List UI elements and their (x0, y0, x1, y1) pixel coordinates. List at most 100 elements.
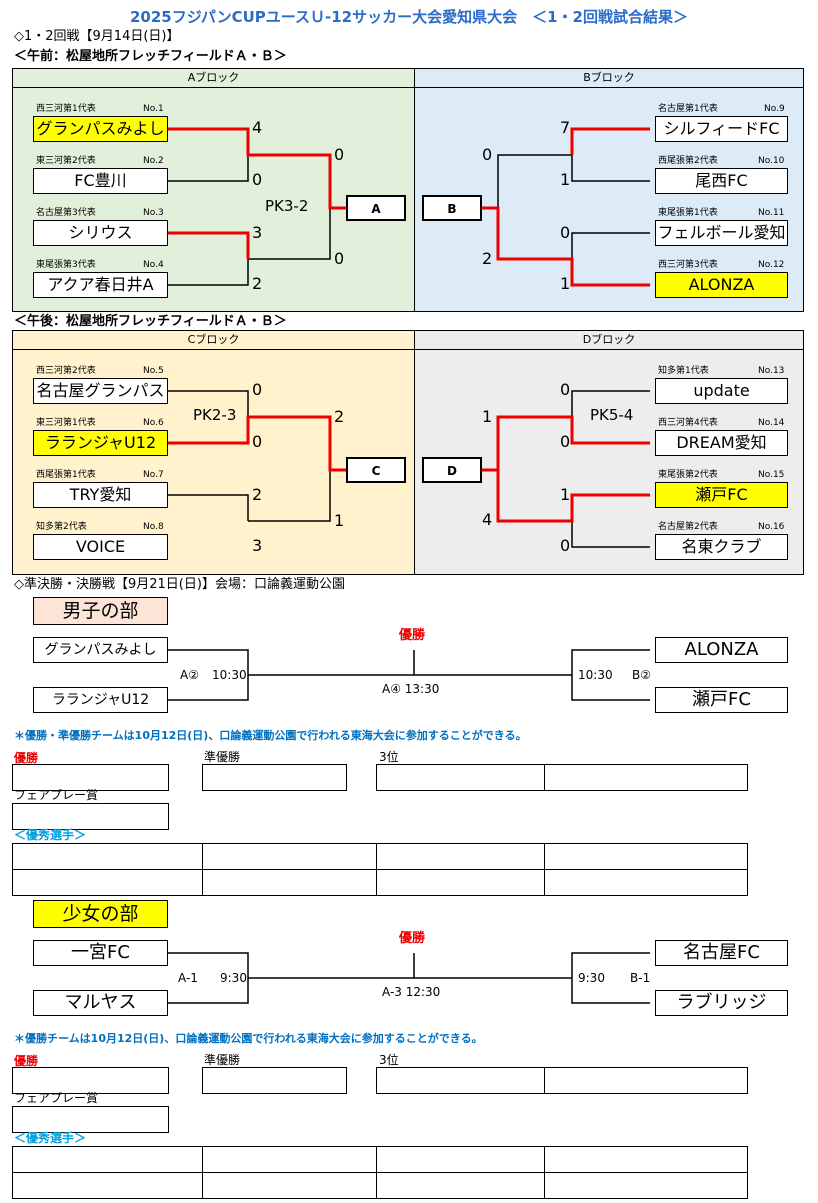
mvp-cell (376, 843, 545, 870)
team-d1: update (655, 378, 788, 404)
score: 4 (252, 118, 263, 137)
team-d3: 瀬戸FC (655, 482, 788, 508)
final-time: A-3 12:30 (382, 985, 441, 999)
team-b1: シルフィードFC (655, 116, 788, 142)
girls-left-bottom: マルヤス (33, 990, 168, 1016)
champion-label: 優勝 (399, 628, 426, 643)
result-cell-runnerup (202, 1067, 347, 1094)
result-cell-winner (12, 1067, 169, 1094)
result-cell-third (376, 1067, 545, 1094)
team-c2: ラランジャU12 (33, 430, 168, 456)
team-d2: DREAM愛知 (655, 430, 788, 456)
score: 1 (482, 407, 493, 426)
score: 2 (252, 485, 263, 504)
team-no: No.2 (143, 156, 164, 166)
third-label: 3位 (379, 750, 399, 764)
team-no: No.12 (758, 260, 785, 270)
boys-right-bottom: 瀬戸FC (655, 687, 788, 713)
time-label: 9:30 (220, 971, 247, 985)
score: 0 (252, 432, 263, 451)
score: 0 (560, 432, 571, 451)
team-qual: 西尾張第1代表 (36, 470, 96, 480)
mvp-cell (12, 1172, 203, 1199)
team-no: No.7 (143, 470, 164, 480)
score: 3 (252, 536, 263, 555)
mvp-cell (376, 1172, 545, 1199)
score: 2 (252, 274, 263, 293)
team-no: No.14 (758, 418, 785, 428)
team-a2: FC豊川 (33, 168, 168, 194)
team-qual: 東尾張第3代表 (36, 260, 96, 270)
team-b2: 尾西FC (655, 168, 788, 194)
result-cell-runnerup (202, 764, 347, 791)
team-b4: ALONZA (655, 272, 788, 298)
mvp-cell (376, 869, 545, 896)
team-no: No.16 (758, 522, 785, 532)
result-cell-fairplay (12, 1106, 169, 1133)
score: 2 (482, 249, 493, 268)
team-qual: 西三河第1代表 (36, 104, 96, 114)
team-qual: 西三河第4代表 (658, 418, 718, 428)
team-a3: シリウス (33, 220, 168, 246)
team-c3: TRY愛知 (33, 482, 168, 508)
final-time: A④ 13:30 (382, 682, 440, 696)
team-a4: アクア春日井A (33, 272, 168, 298)
team-a1: グランパスみよし (33, 116, 168, 142)
mvp-label: ＜優秀選手＞ (14, 1131, 87, 1145)
team-qual: 知多第1代表 (658, 366, 709, 376)
team-no: No.1 (143, 104, 164, 114)
boys-left-top: グランパスみよし (33, 637, 168, 663)
field-label: A-1 (178, 971, 198, 985)
boys-note: ＊優勝・準優勝チームは10月12日(日)、口論義運動公園で行われる東海大会に参加… (14, 729, 527, 742)
time-label: 9:30 (578, 971, 605, 985)
score: 3 (252, 223, 263, 242)
winner-box-d: D (422, 457, 482, 483)
team-qual: 東尾張第2代表 (658, 470, 718, 480)
mvp-cell (544, 1172, 748, 1199)
mvp-cell (376, 1146, 545, 1173)
team-qual: 西尾張第2代表 (658, 156, 718, 166)
mvp-cell (544, 869, 748, 896)
score: 1 (560, 485, 571, 504)
fairplay-label: フェアプレー賞 (14, 1091, 99, 1105)
pk-result: PK2-3 (193, 406, 237, 424)
team-qual: 名古屋第3代表 (36, 208, 96, 218)
team-no: No.9 (764, 104, 785, 114)
score: 0 (252, 380, 263, 399)
pk-result: PK5-4 (590, 406, 634, 424)
score: 1 (334, 511, 345, 530)
champion-label: 優勝 (399, 931, 426, 946)
field-label: B-1 (630, 971, 651, 985)
team-no: No.15 (758, 470, 785, 480)
team-qual: 西三河第2代表 (36, 366, 96, 376)
team-qual: 知多第2代表 (36, 522, 87, 532)
team-qual: 東三河第2代表 (36, 156, 96, 166)
team-no: No.5 (143, 366, 164, 376)
girls-note: ＊優勝チームは10月12日(日)、口論義運動公園で行われる東海大会に参加すること… (14, 1032, 483, 1045)
fairplay-label: フェアプレー賞 (14, 788, 99, 802)
score: 0 (252, 170, 263, 189)
score: 4 (482, 510, 493, 529)
team-b3: フェルボール愛知 (655, 220, 788, 246)
result-cell-winner (12, 764, 169, 791)
block-d-header: Dブロック (414, 330, 804, 350)
runnerup-label: 準優勝 (204, 750, 241, 764)
mvp-cell (544, 843, 748, 870)
winner-label: 優勝 (14, 751, 39, 765)
mvp-cell (12, 843, 203, 870)
boys-right-top: ALONZA (655, 637, 788, 663)
team-c4: VOICE (33, 534, 168, 560)
mvp-cell (12, 869, 203, 896)
block-b-header: Bブロック (414, 68, 804, 88)
mvp-cell (202, 1146, 377, 1173)
team-no: No.3 (143, 208, 164, 218)
time-label: 10:30 (212, 668, 247, 682)
team-no: No.4 (143, 260, 164, 270)
girls-right-bottom: ラブリッジ (655, 990, 788, 1016)
girls-right-top: 名古屋FC (655, 940, 788, 966)
girls-title: 少女の部 (33, 900, 168, 928)
team-qual: 名古屋第1代表 (658, 104, 718, 114)
round12-header: ◇1・2回戦【9月14日(日)】 (14, 29, 180, 44)
mvp-cell (202, 843, 377, 870)
